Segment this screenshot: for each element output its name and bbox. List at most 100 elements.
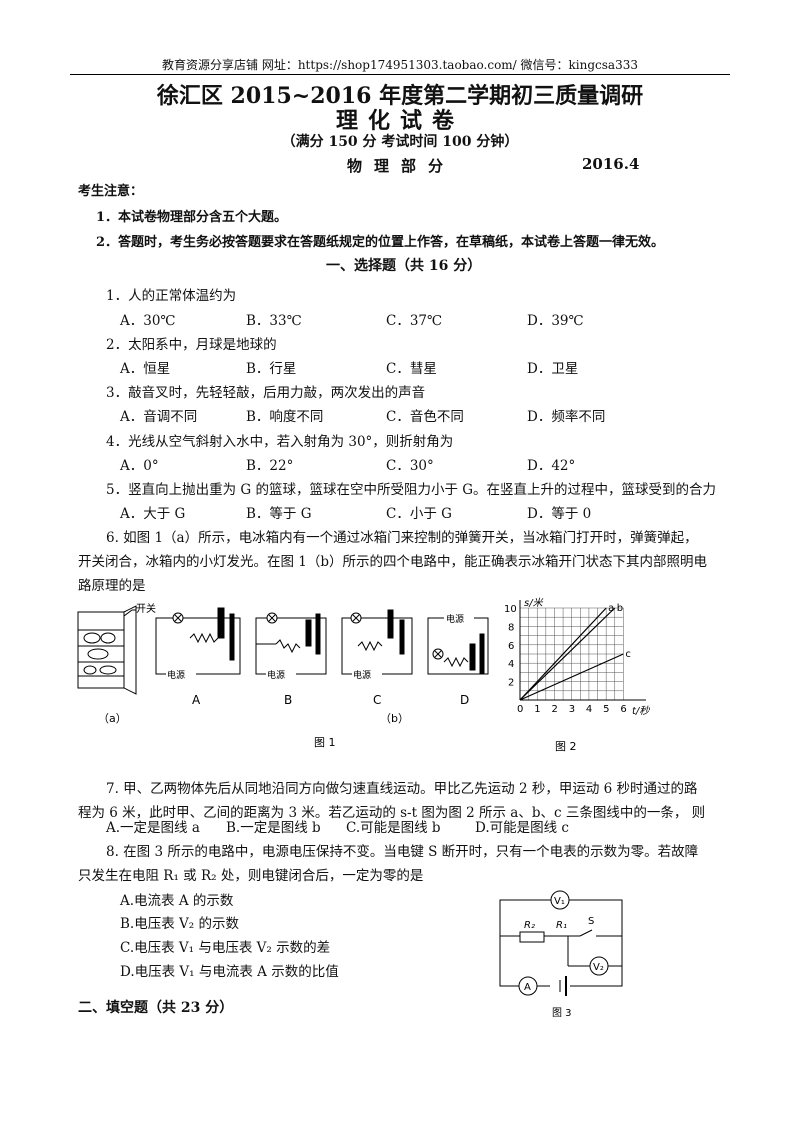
q8-line-1: 8. 在图 3 所示的电路中，电源电压保持不变。当电键 S 断开时，只有一个电表… — [106, 844, 699, 860]
q5-option-b: B．等于 G — [246, 506, 312, 522]
exam-duration: （满分 150 分 考试时间 100 分钟） — [281, 134, 519, 150]
switch-s-label: S — [588, 916, 594, 927]
q2-stem: 2．太阳系中，月球是地球的 — [106, 337, 277, 353]
circuit-d — [427, 614, 489, 675]
q4-stem: 4．光线从空气斜射入水中，若入射角为 30°，则折射角为 — [106, 434, 454, 450]
x-tick-label: 2 — [551, 704, 557, 715]
series-label-b: b — [617, 603, 623, 614]
figure-2-caption: 图 2 — [555, 740, 577, 752]
x-tick-label: 3 — [569, 704, 575, 715]
section-2-heading: 二、填空题（共 23 分） — [78, 1000, 234, 1016]
q6-line-1: 6. 如图 1（a）所示，电冰箱内有一个通过冰箱门来控制的弹簧开关，当冰箱门打开… — [106, 530, 698, 546]
figure-3-caption: 图 3 — [552, 1007, 572, 1019]
q4-option-a: A．0° — [120, 458, 159, 474]
y-tick-label: 10 — [504, 604, 517, 615]
q6-line-2: 开关闭合，冰箱内的小灯发光。在图 1（b）所示的四个电路中，能正确表示冰箱开门状… — [78, 554, 708, 570]
q5-option-c: C．小于 G — [386, 506, 452, 522]
v1-label: V₁ — [554, 896, 565, 907]
power-label-c: 电源 — [353, 669, 371, 681]
y-tick-label: 2 — [508, 678, 514, 689]
q7-option-c: C.可能是图线 b — [346, 820, 441, 836]
q6-line-3: 路原理的是 — [78, 578, 146, 594]
q1-option-a: A．30℃ — [120, 313, 176, 329]
voltmeter-v2-icon — [589, 956, 609, 976]
circuit-a — [155, 607, 241, 678]
refrigerator-icon — [77, 605, 137, 695]
circuit-label-b: B — [284, 693, 292, 707]
figure-1: 开关 电源 A 电源 B 电源 C — [77, 602, 489, 749]
q5-option-d: D．等于 0 — [527, 506, 592, 522]
q2-option-c: C．彗星 — [386, 361, 437, 377]
q5-stem: 5．竖直向上抛出重为 G 的篮球，篮球在空中所受阻力小于 G。在竖直上升的过程中… — [106, 482, 717, 498]
power-label-d: 电源 — [446, 613, 464, 625]
q3-option-d: D．频率不同 — [527, 409, 606, 425]
ammeter-icon — [518, 976, 538, 996]
series-line-b — [519, 607, 616, 701]
q8-option-c: C.电压表 V₁ 与电压表 V₂ 示数的差 — [120, 940, 331, 956]
power-label-a: 电源 — [167, 669, 185, 681]
q8-option-a: A.电流表 A 的示数 — [120, 893, 234, 909]
y-tick-label: 6 — [508, 641, 514, 652]
circuit-b — [255, 612, 327, 678]
q2-option-a: A．恒星 — [120, 361, 171, 377]
q3-option-b: B．响度不同 — [246, 409, 324, 425]
exam-title: 徐汇区 2015~2016 年度第二学期初三质量调研 — [156, 83, 644, 109]
q7-option-b: B.一定是图线 b — [226, 820, 321, 836]
q1-option-b: B．33℃ — [246, 313, 302, 329]
figure-1b-label: （b） — [380, 712, 409, 725]
q8-line-2: 只发生在电阻 R₁ 或 R₂ 处，则电键闭合后，一定为零的是 — [78, 868, 424, 884]
q7-line-2: 程为 6 米，此时甲、乙间的距离为 3 米。若乙运动的 s-t 图为图 2 所示… — [78, 805, 706, 821]
q3-stem: 3．敲音叉时，先轻轻敲，后用力敲，两次发出的声音 — [106, 385, 426, 401]
switch-label: 开关 — [136, 602, 156, 615]
notice-item-1: 1．本试卷物理部分含五个大题。 — [96, 210, 288, 225]
circuit-label-a: A — [192, 693, 201, 707]
x-tick-label: 5 — [603, 704, 609, 715]
q1-option-d: D．39℃ — [527, 313, 584, 329]
q7-option-a: A.一定是图线 a — [106, 820, 200, 836]
chart-x-label: t/秒 — [632, 705, 650, 717]
q3-option-a: A．音调不同 — [120, 409, 198, 425]
x-tick-label: 1 — [534, 704, 540, 715]
notice-heading: 考生注意： — [78, 184, 144, 199]
q2-option-b: B．行星 — [246, 361, 297, 377]
q2-option-d: D．卫星 — [527, 361, 579, 377]
power-label-b: 电源 — [267, 669, 285, 681]
exam-date: 2016.4 — [582, 155, 640, 173]
figure-1a-label: （a） — [98, 712, 127, 725]
q1-stem: 1．人的正常体温约为 — [106, 288, 237, 304]
r2-label: R₂ — [524, 920, 535, 931]
part-label: 物理部分 — [347, 157, 456, 175]
y-tick-label: 4 — [508, 659, 514, 670]
series-line-a — [519, 607, 607, 701]
x-tick-label: 4 — [586, 704, 592, 715]
circuit-label-d: D — [460, 693, 469, 707]
chart-y-label: s/米 — [524, 597, 544, 609]
notice-item-2: 2．答题时，考生务必按答题要求在答题纸规定的位置上作答，在草稿纸，本试卷上答题一… — [96, 235, 665, 250]
series-label-a: a — [608, 603, 614, 614]
figure-3-circuit: V₁ V₂ A R₁ R₂ S 图 3 — [499, 890, 623, 1019]
header-divider — [70, 74, 730, 75]
q3-option-c: C．音色不同 — [386, 409, 464, 425]
q7-option-d: D.可能是图线 c — [475, 820, 569, 836]
q4-option-b: B．22° — [246, 458, 294, 474]
series-label-c: c — [625, 649, 631, 660]
page-header: 教育资源分享店铺 网址：https://shop174951303.taobao… — [162, 58, 638, 72]
v2-label: V₂ — [593, 962, 604, 973]
x-tick-label: 6 — [620, 704, 626, 715]
voltmeter-v1-icon — [550, 890, 570, 910]
series-line-c — [519, 653, 624, 701]
y-tick-label: 8 — [508, 622, 514, 633]
exam-subject-title: 理化试卷 — [335, 108, 464, 134]
q4-option-c: C．30° — [386, 458, 434, 474]
q8-option-d: D.电压表 V₁ 与电流表 A 示数的比值 — [120, 964, 339, 980]
q1-option-c: C．37℃ — [386, 313, 443, 329]
circuit-label-c: C — [373, 693, 381, 707]
circuit-c — [341, 609, 413, 678]
chart-axes — [519, 600, 646, 701]
q8-option-b: B.电压表 V₂ 的示数 — [120, 916, 239, 932]
q5-option-a: A．大于 G — [120, 506, 186, 522]
x-tick-label: 0 — [517, 704, 523, 715]
